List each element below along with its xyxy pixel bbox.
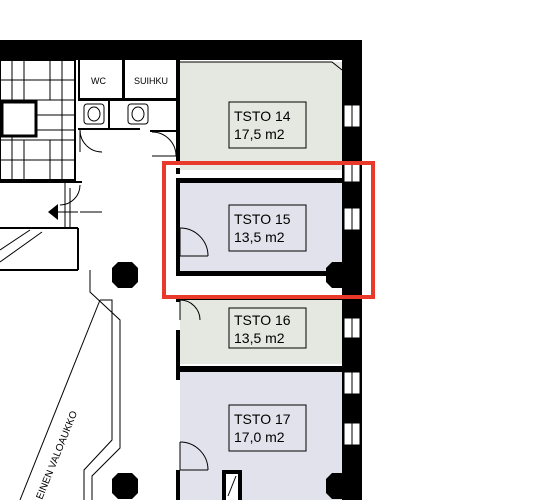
room-tsto-16-name: TSTO 16 <box>234 312 291 328</box>
closet-label: SUIHKU <box>134 76 168 86</box>
room-tsto-16-area[interactable] <box>180 300 342 364</box>
room-tsto-14-area-label: 17,5 m2 <box>234 126 285 142</box>
room-tsto-15-name: TSTO 15 <box>234 211 291 227</box>
room-tsto-16-area-label: 13,5 m2 <box>234 330 285 346</box>
selected-room-highlight <box>162 161 375 299</box>
room-tsto-14[interactable]: TSTO 14 17,5 m2 <box>228 101 307 149</box>
room-tsto-17-area[interactable] <box>180 372 342 500</box>
entrance-arrow-icon <box>48 188 102 228</box>
lightwell-label: EINEN VALOAUKKO <box>35 409 81 500</box>
columns <box>112 262 348 499</box>
toilet-fixtures <box>83 103 149 125</box>
room-tsto-15-area[interactable] <box>180 183 342 271</box>
room-tsto-14-area[interactable] <box>180 62 342 170</box>
room-tsto-14-name: TSTO 14 <box>234 108 291 124</box>
room-tsto-15[interactable]: TSTO 15 13,5 m2 <box>228 204 307 252</box>
lightwell-outline <box>19 270 121 500</box>
room-tsto-15-area-label: 13,5 m2 <box>234 229 285 245</box>
room-tsto-16[interactable]: TSTO 16 13,5 m2 <box>228 307 307 349</box>
room-tsto-17-name: TSTO 17 <box>234 411 291 427</box>
room-tsto-17-area-label: 17,0 m2 <box>234 429 285 445</box>
room-tsto-17[interactable]: TSTO 17 17,0 m2 <box>228 404 307 452</box>
door-swings <box>59 129 209 471</box>
wc-label: WC <box>91 76 106 86</box>
elevator-shaft <box>0 100 38 138</box>
